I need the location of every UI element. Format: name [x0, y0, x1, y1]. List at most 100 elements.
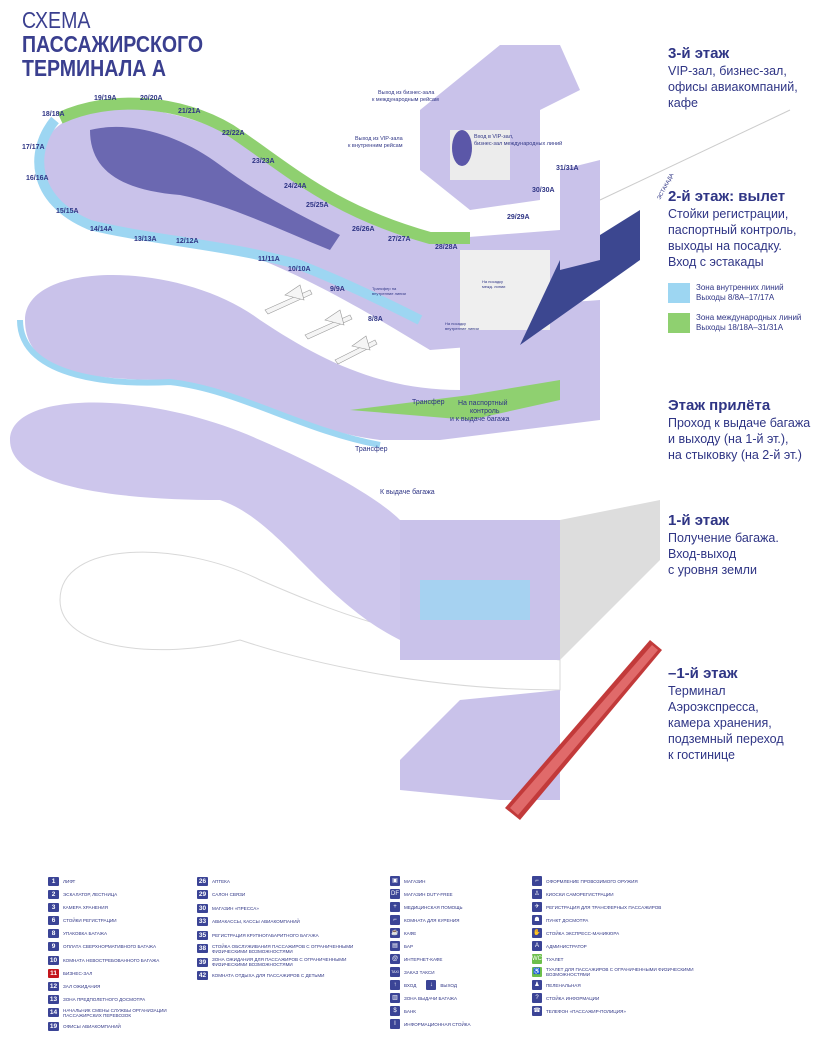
- floor-minus1-outline: [59, 551, 561, 691]
- legend-item: ☎Телефон «Пассажир-полиция»: [532, 1006, 732, 1016]
- legend-number-badge: 9: [48, 942, 59, 952]
- legend-item: 12Зал ожидания: [48, 982, 188, 992]
- smoking-icon: ⌐: [390, 915, 400, 925]
- legend-item: 3Камера хранения: [48, 902, 188, 912]
- legend-number-badge: 1: [48, 876, 59, 886]
- floor-text: Получение багажа.: [668, 531, 779, 545]
- gate-label: 13/13A: [134, 236, 157, 243]
- international-swatch: [668, 313, 690, 333]
- gate-label: 17/17A: [22, 144, 45, 151]
- terminal-map: ЭСТАКАДА 19/19A 20/20A 21/21A 22/22A 23/…: [10, 45, 791, 820]
- legend-item: i Информационная стойка: [390, 1019, 525, 1029]
- title-line-3: ТЕРМИНАЛА А: [22, 55, 166, 81]
- police-phone-icon: ☎: [532, 1006, 542, 1016]
- floor-heading: –1-й этаж: [668, 665, 738, 682]
- gate-label: 22/22A: [222, 130, 245, 137]
- legend-label: Зал ожидания: [63, 984, 101, 989]
- legend-item: 39Зона ожидания для пассажиров с огранич…: [197, 957, 377, 967]
- gate-label: 27/27A: [388, 236, 411, 243]
- legend-item: 42Комната отдыха для пассажиров с детьми: [197, 971, 377, 981]
- legend-item: 19Офисы авиакомпаний: [48, 1021, 188, 1031]
- title-line-1: СХЕМА: [22, 7, 91, 33]
- duty-free-icon: DF: [390, 889, 400, 899]
- legend-item: ♿Туалет для пассажиров с ограниченными ф…: [532, 967, 732, 977]
- legend-item: 13Зона предполетного досмотра: [48, 995, 188, 1005]
- floor-text: паспортный контроль,: [668, 223, 797, 237]
- baggage-claim-icon: ▥: [390, 993, 400, 1003]
- zone-label: Зона международных линий: [696, 313, 802, 322]
- legend-label: Администратор: [546, 943, 587, 949]
- legend-item: 11Бизнес-зал: [48, 968, 188, 978]
- floor-minus1-building: [400, 690, 560, 800]
- arrival-domestic-ring: [17, 319, 381, 448]
- info-desk-icon: i: [390, 1019, 400, 1029]
- floor-text: кафе: [668, 96, 698, 110]
- weapon-icon: ⌐: [532, 876, 542, 886]
- floor-text: Терминал: [668, 684, 726, 698]
- internet-cafe-icon: @: [390, 954, 400, 964]
- floor-heading: Этаж прилёта: [668, 397, 771, 414]
- legend-item: 26Аптека: [197, 876, 377, 886]
- security-check-icon: ☗: [532, 915, 542, 925]
- entry-icon: ↑: [390, 980, 400, 990]
- zone-gates: Выходы 8/8А–17/17А: [696, 293, 775, 302]
- accessible-wc-icon: ♿: [532, 967, 542, 977]
- legend-item: ♟Пеленальная: [532, 980, 732, 990]
- floor-3-description: 3-й этаж VIP-зал, бизнес-зал, офисы авиа…: [668, 45, 820, 111]
- gate-label: 29/29A: [507, 214, 530, 221]
- legend-label: Эскалатор, лестница: [63, 891, 118, 897]
- legend-number-badge: 39: [197, 957, 208, 967]
- estakada-line: [599, 109, 791, 201]
- administrator-icon: A: [532, 941, 542, 951]
- legend-label: Зона предполетного досмотра: [63, 997, 146, 1003]
- legend-label: Киоски саморегистрации: [546, 891, 614, 897]
- legend-label: Заказ такси: [404, 969, 435, 975]
- gate-label: 20/20A: [140, 95, 163, 102]
- legend-number-badge: 2: [48, 889, 59, 899]
- domestic-swatch: [668, 283, 690, 303]
- departure-shops: [90, 126, 340, 250]
- legend-label: Комната невостребованного багажа: [63, 957, 160, 963]
- floor3-plan: [420, 45, 580, 210]
- legend-item: 35 Регистрация крупногабаритного багажа: [197, 930, 377, 940]
- medical-icon: +: [390, 902, 400, 912]
- legend-item: 30Магазин «Пресса»: [197, 903, 377, 913]
- gate-label: 23/23A: [252, 158, 275, 165]
- legend-item: @Интернет-кафе: [390, 954, 525, 964]
- bar-icon: ▤: [390, 941, 400, 951]
- legend-label: Начальник смены службы организации пасса…: [63, 1007, 167, 1018]
- gate-label: 8/8A: [368, 316, 383, 323]
- legend-label: Камера хранения: [63, 904, 108, 910]
- legend-label: Информационная стойка: [404, 1021, 471, 1027]
- transfer-label-1: Трансфер: [412, 399, 445, 406]
- legend-number-badge: 19: [48, 1021, 59, 1031]
- gate-label: 30/30A: [532, 187, 555, 194]
- floor-heading: 2-й этаж: вылет: [668, 188, 786, 205]
- legend-label: Салон связи: [212, 892, 246, 897]
- legend-label: Пункт досмотра: [546, 917, 589, 923]
- legend-item: ☕Кафе: [390, 928, 525, 938]
- legend-label: Бизнес-зал: [63, 970, 93, 976]
- legend-label: Регистрация крупногабаритного багажа: [212, 932, 319, 938]
- shop-icon: ▣: [390, 876, 400, 886]
- legend-label: Магазин Duty-Free: [404, 891, 453, 897]
- legend-item: 10Комната невостребованного багажа: [48, 955, 188, 965]
- legend-number-badge: 38: [197, 944, 208, 953]
- gate-label: 18/18A: [42, 111, 65, 118]
- estakada-road: [520, 210, 640, 345]
- floor-text: Вход-выход: [668, 547, 737, 561]
- floor-text: выходы на посадку.: [668, 239, 782, 253]
- airplane-icons: [264, 284, 378, 365]
- legend-label: Аптека: [212, 878, 230, 884]
- legend-label: Пеленальная: [546, 982, 581, 988]
- legend-label: Магазин «Пресса»: [212, 905, 259, 911]
- baggage-claim-label: К выдаче багажа: [380, 488, 435, 496]
- floor-text: Вход с эстакады: [668, 255, 764, 269]
- legend-number-badge: 35: [197, 930, 208, 940]
- gate-label: 19/19A: [94, 95, 117, 102]
